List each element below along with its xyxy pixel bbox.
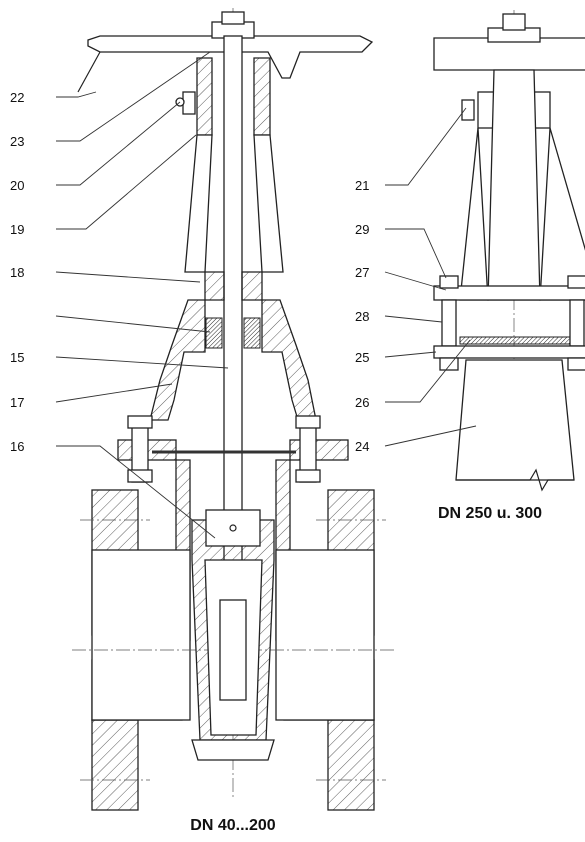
nut-right-top bbox=[295, 415, 321, 429]
detail-caption: DN 250 u. 300 bbox=[438, 505, 542, 522]
handwheel bbox=[87, 35, 374, 79]
stem-top bbox=[221, 11, 245, 25]
wedge-nut bbox=[205, 509, 261, 547]
flange-right bbox=[289, 439, 349, 461]
main-valve bbox=[72, 8, 396, 811]
part-number: 20 bbox=[10, 178, 24, 193]
part-number: 25 bbox=[355, 350, 369, 365]
stem-nut-right bbox=[253, 57, 271, 136]
detail-nut-bottom-left bbox=[439, 357, 459, 371]
handwheel-rim bbox=[77, 51, 101, 93]
end-flange-left-bottom bbox=[91, 719, 139, 811]
bore-right bbox=[275, 549, 375, 721]
wedge-pin bbox=[229, 524, 237, 532]
leader-lines-left bbox=[55, 51, 229, 539]
end-flange-right-bottom bbox=[327, 719, 375, 811]
detail-stud-left bbox=[441, 299, 457, 347]
part-number: 29 bbox=[355, 222, 369, 237]
leader-lines-right bbox=[384, 107, 477, 447]
part-number: 22 bbox=[10, 90, 24, 105]
detail-handwheel bbox=[433, 37, 585, 71]
detail-yoke-right bbox=[539, 127, 585, 301]
part-number: 15 bbox=[10, 350, 24, 365]
bore-left bbox=[91, 549, 191, 721]
detail-yoke-left bbox=[459, 127, 489, 301]
stem-nut-left bbox=[196, 57, 213, 136]
nut-left-top bbox=[127, 415, 153, 429]
yoke-arm-right bbox=[253, 134, 284, 273]
grease-nipple bbox=[182, 91, 196, 115]
part-number: 21 bbox=[355, 178, 369, 193]
part-number: 24 bbox=[355, 439, 369, 454]
detail-break-line bbox=[456, 468, 574, 492]
main-caption: DN 40...200 bbox=[190, 817, 275, 834]
detail-packing bbox=[459, 336, 571, 345]
part-number-labels: 22 23 20 19 18 15 17 16 21 29 27 28 25 2… bbox=[10, 90, 369, 454]
detail-stud-right bbox=[569, 299, 585, 347]
detail-bridge bbox=[433, 285, 585, 301]
part-number: 28 bbox=[355, 309, 369, 324]
detail-view bbox=[433, 10, 585, 492]
gland-left bbox=[204, 271, 225, 301]
part-number: 27 bbox=[355, 265, 369, 280]
detail-nut-bottom-right bbox=[567, 357, 585, 371]
bonnet-left bbox=[149, 299, 206, 421]
bonnet-right bbox=[261, 299, 317, 421]
packing-right bbox=[243, 317, 261, 349]
detail-stem-top bbox=[502, 13, 526, 31]
part-number: 19 bbox=[10, 222, 24, 237]
part-number: 23 bbox=[10, 134, 24, 149]
detail-column bbox=[487, 69, 541, 301]
detail-nut-top-right bbox=[567, 275, 585, 289]
part-number: 26 bbox=[355, 395, 369, 410]
wedge-bottom bbox=[191, 739, 275, 761]
packing-left bbox=[205, 317, 223, 349]
part-number: 16 bbox=[10, 439, 24, 454]
yoke-arm-left bbox=[184, 134, 213, 273]
detail-nut-top-left bbox=[439, 275, 459, 289]
part-number: 17 bbox=[10, 395, 24, 410]
gland-right bbox=[241, 271, 263, 301]
part-number: 18 bbox=[10, 265, 24, 280]
wedge-slot bbox=[219, 599, 247, 701]
nut-right-bottom bbox=[295, 469, 321, 483]
detail-body bbox=[455, 359, 575, 481]
detail-grease-nipple bbox=[461, 99, 475, 121]
